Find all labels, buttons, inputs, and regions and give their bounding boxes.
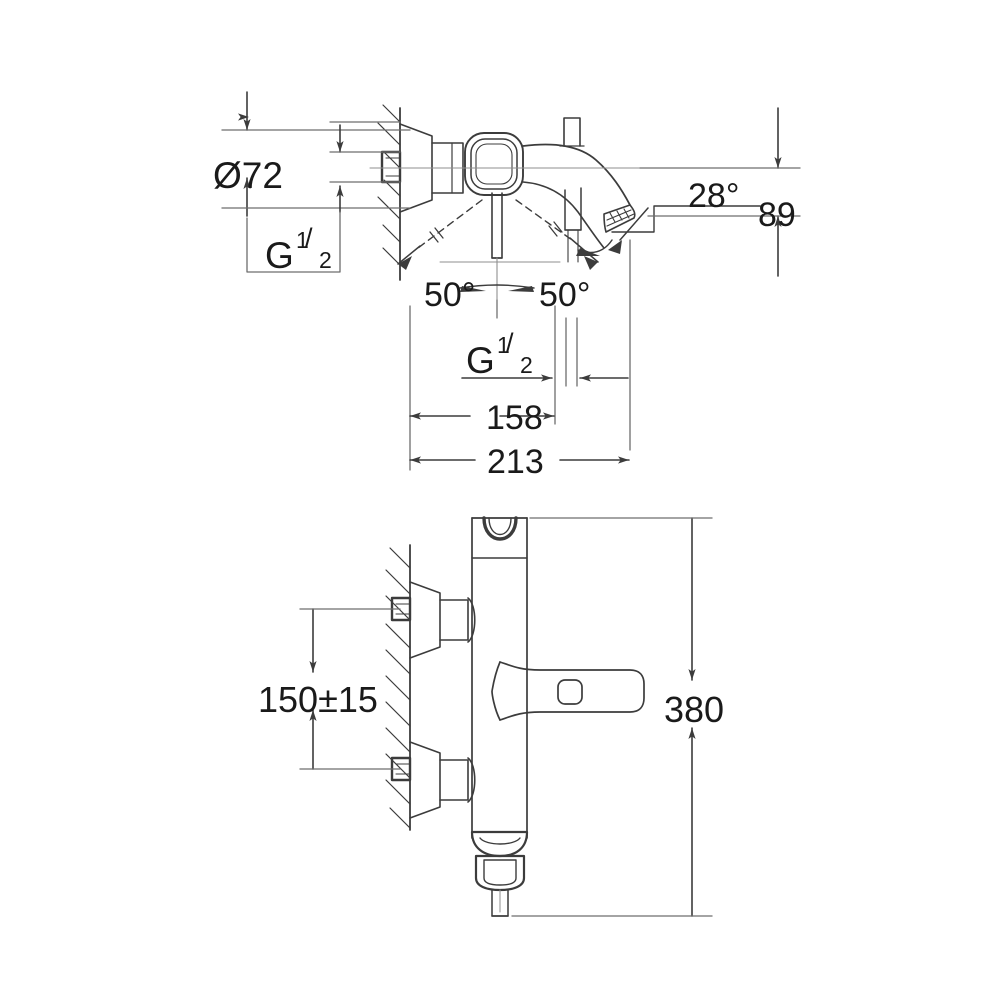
- outlet-collar-lower-inner: [483, 859, 517, 886]
- mixer-lever-hub: [491, 661, 501, 721]
- label-dia72: Ø72: [213, 155, 283, 196]
- thread-top-denominator: 2: [319, 247, 332, 273]
- swing-arc: [459, 284, 535, 289]
- thread-top-numerator: 1: [296, 227, 309, 253]
- top-view-geometry: [369, 104, 761, 319]
- swing-arc-arrow-left: [460, 286, 486, 292]
- inlet-nipple-lower: [390, 756, 412, 782]
- swing-leader-left: [417, 199, 483, 249]
- label-dim-89: 89: [758, 196, 796, 234]
- thread-top-leader: [246, 211, 341, 273]
- thread-mid-denominator: 2: [520, 352, 533, 378]
- top-view-dimensions: [221, 91, 801, 471]
- outlet-angle-leader: [619, 207, 649, 241]
- escutcheon-lower: [409, 741, 441, 819]
- outlet-angle-arrowhead: [576, 248, 600, 256]
- swing-leader-right: [515, 199, 573, 241]
- label-dim-150: 150±15: [258, 679, 378, 720]
- valve-body-outer: [464, 132, 524, 196]
- swing-arc-arrow-right: [508, 286, 534, 292]
- thread-mid-numerator: 1: [497, 332, 510, 358]
- angle28-leader-line: [611, 205, 761, 233]
- valve-body-inner: [470, 138, 518, 190]
- swing-tick-right: [548, 221, 563, 237]
- front-view-dimensions: [299, 517, 713, 917]
- spout-lower-profile: [522, 181, 605, 249]
- shower-outlet-stub: [564, 187, 582, 231]
- angle28-arrowhead: [608, 240, 622, 254]
- union-nut-upper: [467, 597, 476, 643]
- union-lower: [439, 759, 469, 801]
- wall-hatching-bottom: [385, 547, 411, 829]
- label-angle-50-right: 50°: [539, 276, 590, 314]
- thread-top-G: G: [265, 235, 294, 276]
- thread-mid-slash: /: [506, 328, 514, 358]
- mixer-lever-arm: [499, 661, 645, 721]
- swing-arrow-left-shaft: [397, 245, 421, 265]
- thread-mid-G: G: [466, 340, 495, 381]
- inlet-nipple: [380, 150, 402, 184]
- valve-body-core: [475, 143, 513, 185]
- lever-marking: [557, 679, 583, 705]
- swing-arrowhead-right: [584, 256, 598, 270]
- outlet-collar-inner: [479, 837, 521, 845]
- label-dim-213: 213: [487, 443, 544, 481]
- control-lever: [491, 192, 503, 259]
- wall-hatching-top: [377, 104, 401, 266]
- label-dim-380: 380: [664, 689, 724, 730]
- swing-tick-left: [429, 227, 444, 243]
- front-view-geometry: [385, 516, 645, 917]
- shower-hose-saddle-inner: [488, 517, 512, 535]
- label-thread-top: G 1 / 2: [265, 223, 332, 276]
- dimension-text-layer: Ø72 G 1 / 2 28° 89 50° 50° G 1 / 2 158 2…: [213, 155, 796, 730]
- label-angle-50-left: 50°: [424, 276, 475, 314]
- union-upper: [439, 599, 469, 641]
- spout-top-profile: [522, 143, 631, 206]
- escutcheon-upper: [409, 581, 441, 659]
- label-thread-mid: G 1 / 2: [466, 328, 533, 381]
- spout-outlet-hatch: [606, 208, 635, 227]
- label-angle-28: 28°: [688, 177, 739, 215]
- inlet-nipple-upper: [390, 596, 412, 622]
- shower-hose-saddle: [482, 516, 518, 541]
- swing-arrowhead-left: [398, 256, 412, 270]
- diverter-button: [563, 117, 581, 147]
- thread-top-slash: /: [305, 223, 313, 253]
- label-dim-158: 158: [486, 399, 543, 437]
- union-nut-lower: [467, 757, 476, 803]
